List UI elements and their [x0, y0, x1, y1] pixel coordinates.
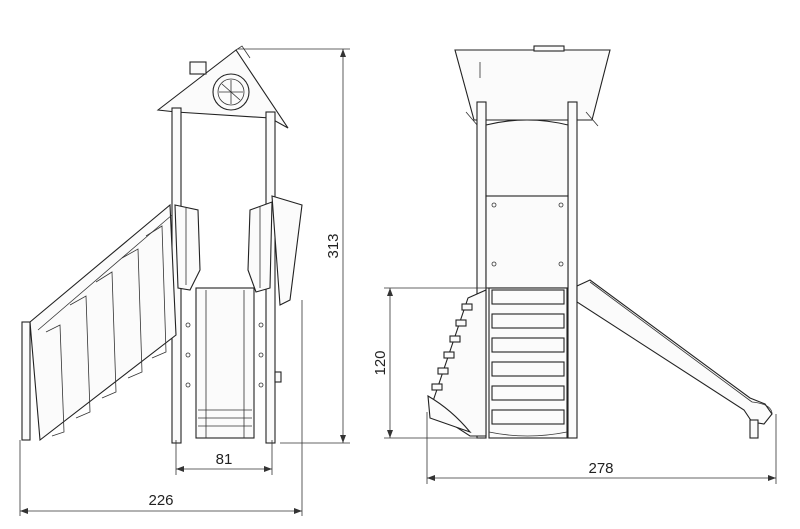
dim-overall-height: 313 — [325, 233, 342, 258]
side-dimensions: 313 81 226 — [19, 48, 350, 516]
side-roof — [156, 45, 289, 129]
side-view — [21, 45, 303, 444]
side-ramp — [21, 203, 177, 442]
front-ladder — [488, 287, 568, 439]
dim-platform-height: 120 — [372, 350, 389, 375]
dim-overall-width-side: 226 — [148, 492, 173, 509]
dim-tower-width: 81 — [216, 451, 233, 468]
front-dimensions: 120 278 — [372, 287, 777, 484]
front-slide — [576, 279, 773, 439]
side-slide-channel — [185, 287, 282, 439]
dim-overall-length-front: 278 — [588, 460, 613, 477]
front-view — [427, 45, 773, 439]
front-back-panel — [485, 119, 569, 289]
side-panels — [174, 195, 303, 306]
front-climbing-wall — [427, 289, 487, 437]
